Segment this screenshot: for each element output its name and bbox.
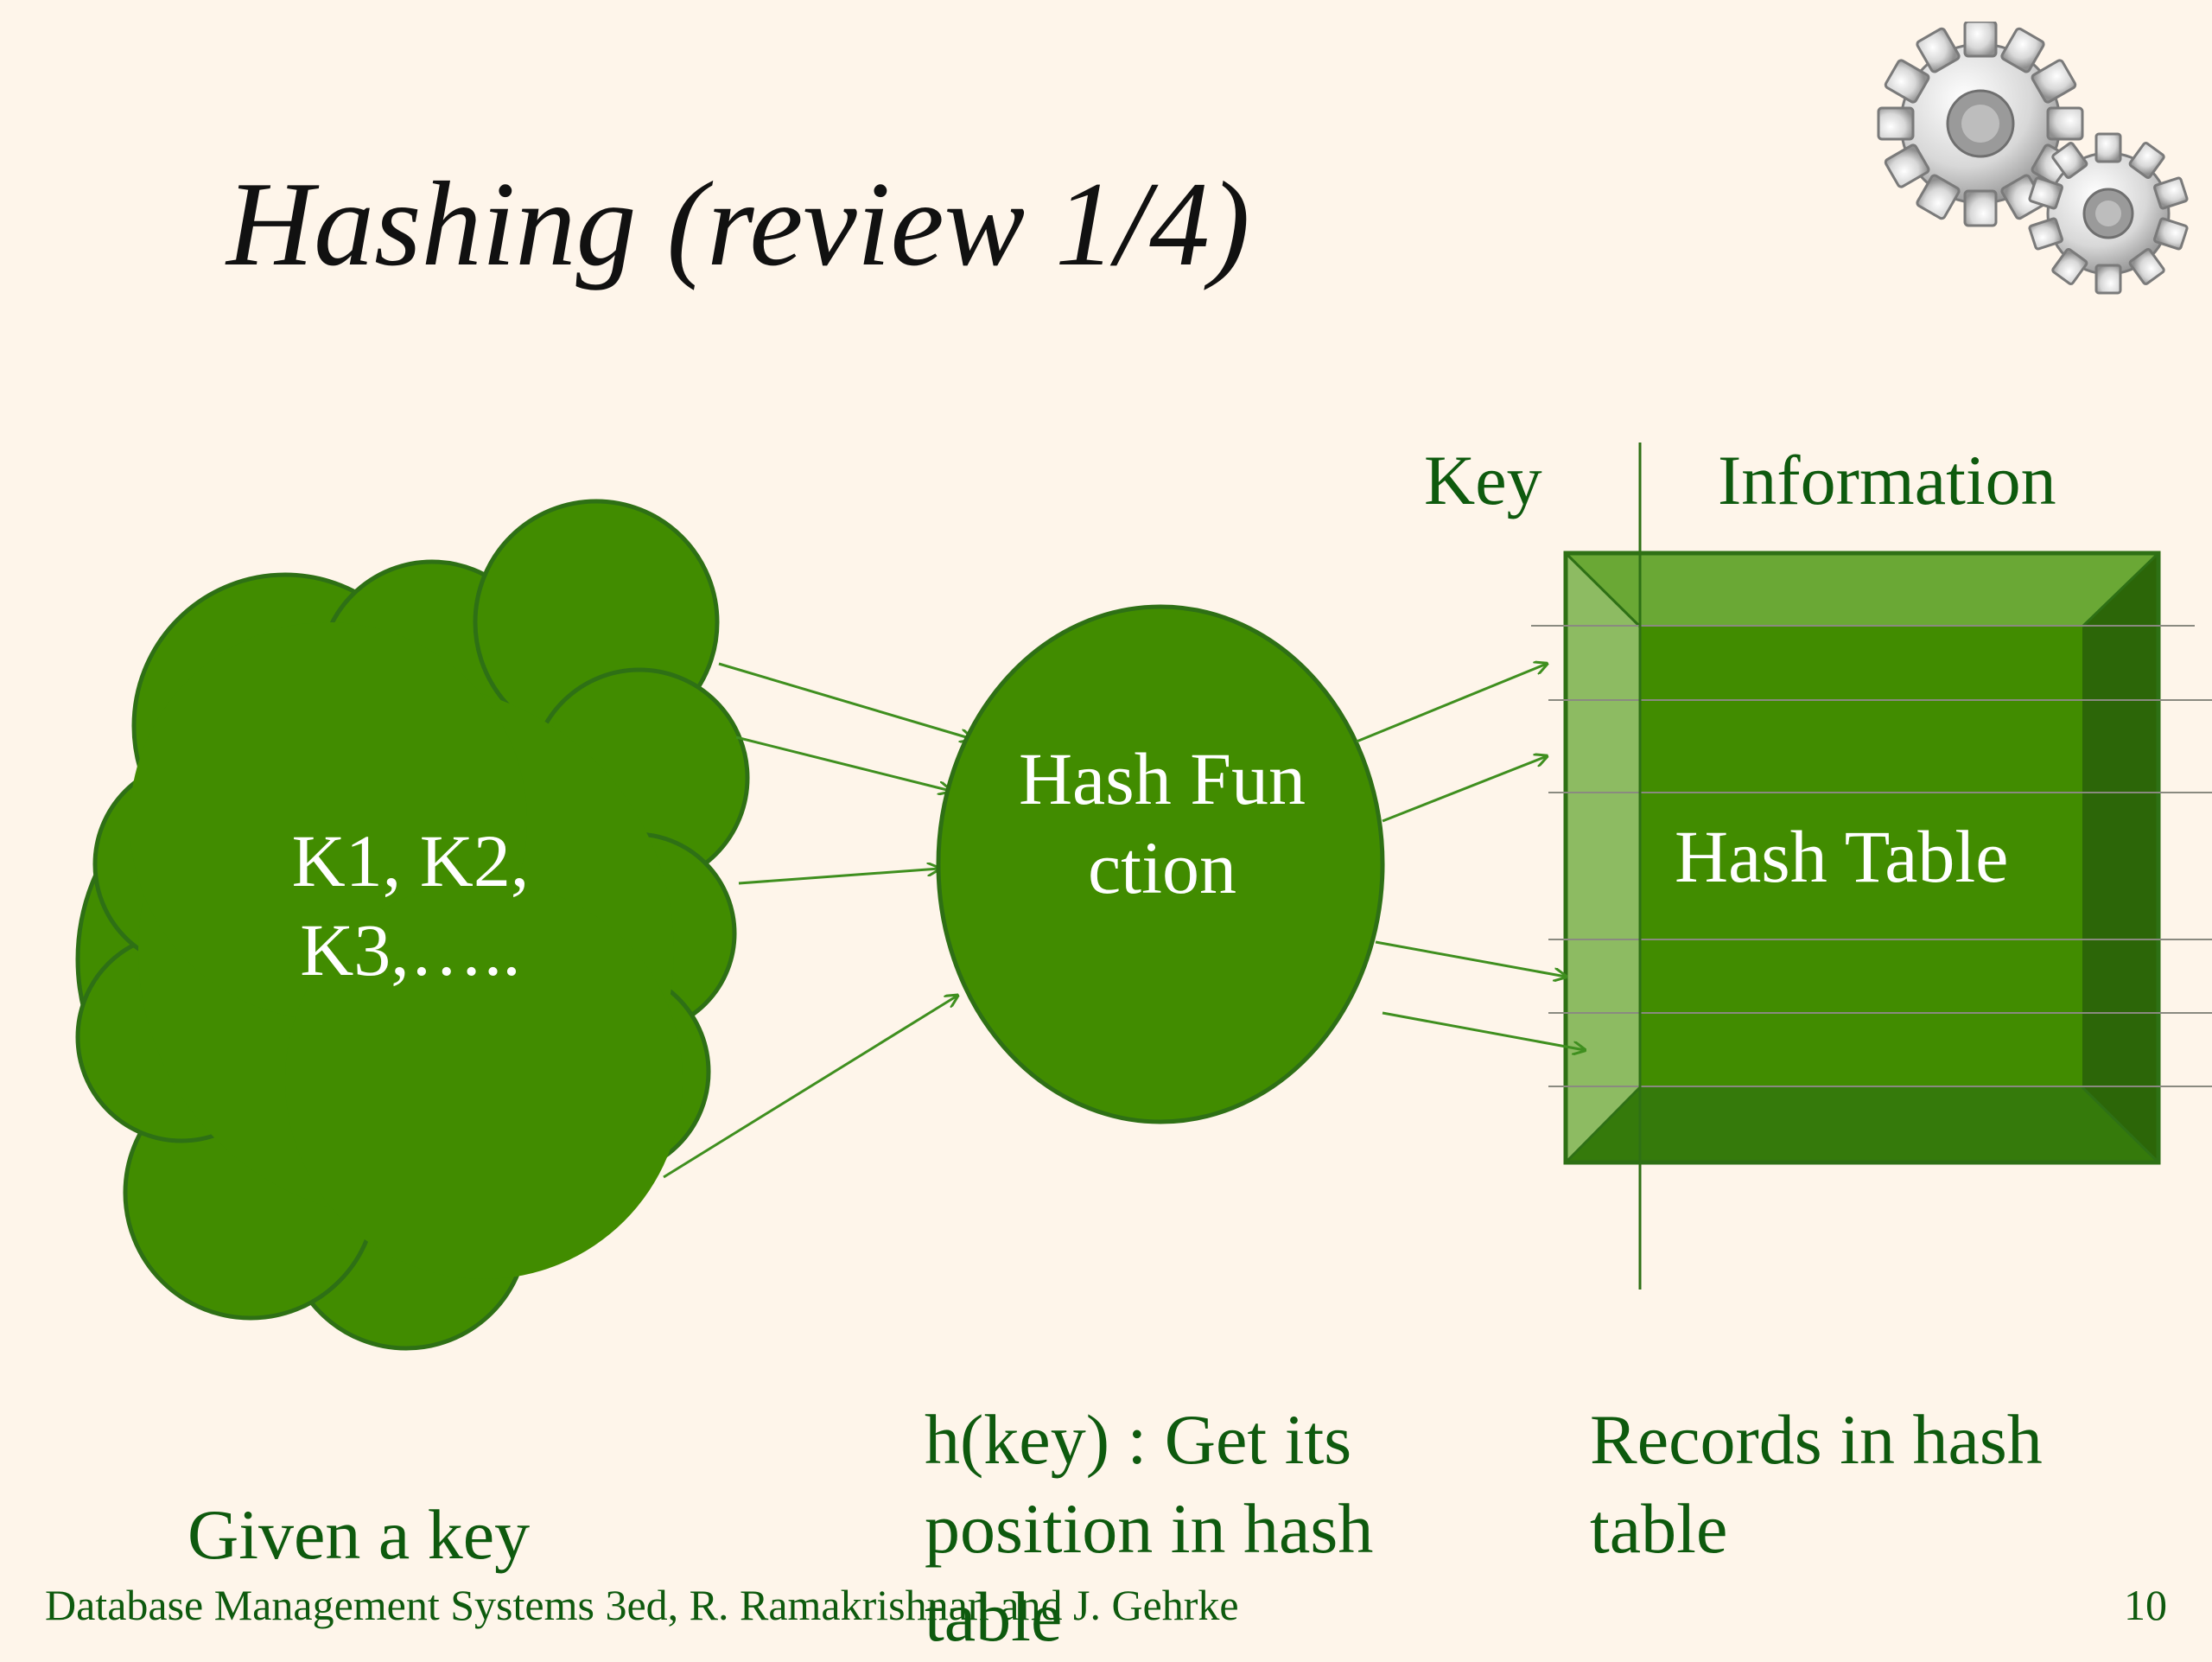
gears-icon	[1877, 22, 2189, 295]
caption-given-key: Given a key	[188, 1495, 531, 1574]
hash-table-box	[1563, 551, 2161, 1165]
caption-records: Records in hash table	[1590, 1400, 2043, 1568]
arrows-keys-to-function	[663, 662, 972, 1179]
arrow	[663, 996, 957, 1179]
arrow	[1375, 940, 1566, 977]
column-information-label: Information	[1718, 441, 2056, 519]
arrow	[1382, 756, 1547, 823]
hash-function-label: Hash Function	[1018, 737, 1306, 910]
arrow	[738, 869, 939, 885]
arrow	[718, 662, 972, 739]
arrow	[735, 735, 950, 791]
hash-table-label: Hash Table	[1675, 815, 2009, 898]
slide-title: Hashing (review 1/4)	[226, 157, 1250, 291]
hash-table-rows	[1531, 625, 2212, 1087]
arrows-function-to-table	[1356, 664, 1585, 1050]
arrow	[1356, 664, 1547, 743]
hash-function-ellipse	[936, 604, 1385, 1124]
caption-hkey: h(key) : Get its position in hash table	[925, 1400, 1374, 1656]
keys-cloud	[75, 499, 750, 1351]
keys-cloud-label: K1, K2, K3,…..	[291, 819, 530, 992]
column-key-label: Key	[1424, 441, 1542, 519]
arrow	[1382, 1011, 1585, 1050]
page-number: 10	[2124, 1581, 2167, 1629]
footer-citation: Database Management Systems 3ed, R. Rama…	[45, 1581, 1239, 1629]
